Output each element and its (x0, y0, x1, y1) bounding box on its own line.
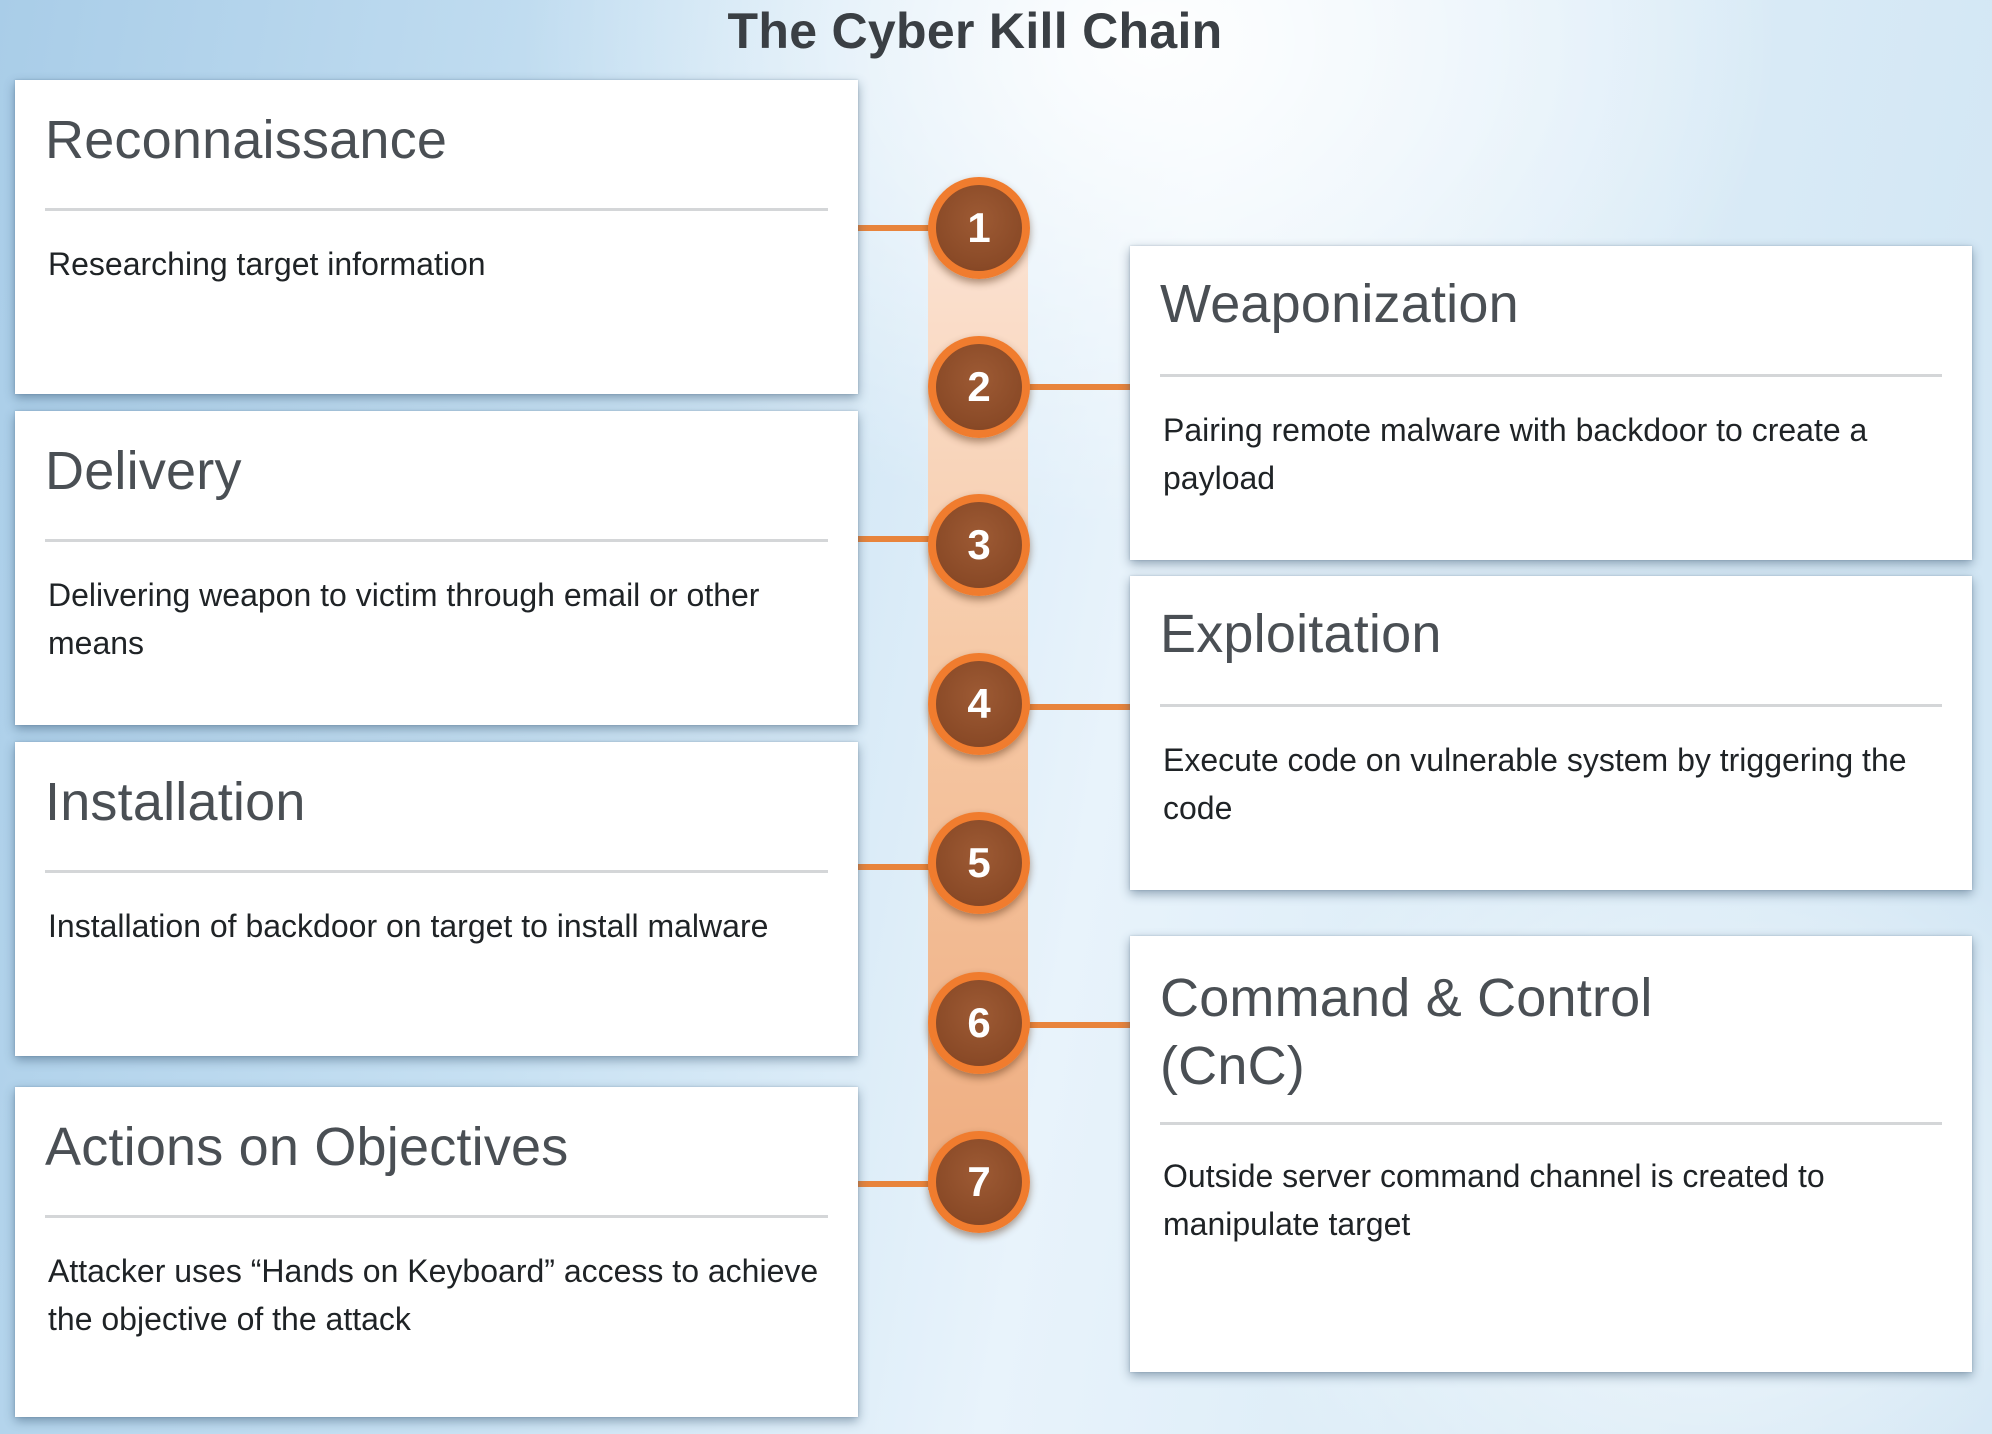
step-description: Attacker uses “Hands on Keyboard” access… (48, 1253, 819, 1337)
step-title: Exploitation (1160, 604, 1442, 664)
step-title: Weaponization (1160, 274, 1519, 334)
step-title: Reconnaissance (45, 110, 448, 170)
step-card-actions-on-objectives: Actions on Objectives Attacker uses “Han… (15, 1087, 858, 1417)
step-number-badge-1: 1 (928, 177, 1030, 279)
divider (1160, 374, 1942, 377)
step-description: Pairing remote malware with backdoor to … (1163, 412, 1868, 496)
step-number-badge-3: 3 (928, 494, 1030, 596)
connector-7 (858, 1181, 938, 1187)
step-card-weaponization: Weaponization Pairing remote malware wit… (1130, 246, 1972, 560)
step-title: Installation (45, 772, 306, 832)
step-description: Execute code on vulnerable system by tri… (1163, 742, 1907, 826)
connector-2 (1020, 384, 1130, 390)
step-card-exploitation: Exploitation Execute code on vulnerable … (1130, 576, 1972, 890)
step-title: Delivery (45, 441, 242, 501)
step-title: Command & Control (CnC) (1160, 968, 1653, 1096)
step-description: Delivering weapon to victim through emai… (48, 577, 760, 661)
divider (1160, 704, 1942, 707)
connector-3 (858, 536, 938, 542)
connector-1 (858, 225, 938, 231)
step-description: Installation of backdoor on target to in… (48, 908, 769, 944)
step-number-badge-6: 6 (928, 972, 1030, 1074)
connector-5 (858, 864, 938, 870)
connector-6 (1020, 1022, 1130, 1028)
divider (45, 870, 828, 873)
step-description: Researching target information (48, 246, 486, 282)
step-card-reconnaissance: Reconnaissance Researching target inform… (15, 80, 858, 394)
divider (45, 539, 828, 542)
step-number-badge-4: 4 (928, 653, 1030, 755)
step-card-delivery: Delivery Delivering weapon to victim thr… (15, 411, 858, 725)
step-number-badge-2: 2 (928, 336, 1030, 438)
step-description: Outside server command channel is create… (1163, 1158, 1825, 1242)
divider (45, 208, 828, 211)
divider (45, 1215, 828, 1218)
step-number-badge-5: 5 (928, 812, 1030, 914)
step-title: Actions on Objectives (45, 1117, 569, 1177)
step-card-command-and-control: Command & Control (CnC) Outside server c… (1130, 936, 1972, 1372)
step-card-installation: Installation Installation of backdoor on… (15, 742, 858, 1056)
divider (1160, 1122, 1942, 1125)
page-title: The Cyber Kill Chain (727, 3, 1223, 59)
connector-4 (1020, 704, 1130, 710)
step-number-badge-7: 7 (928, 1131, 1030, 1233)
